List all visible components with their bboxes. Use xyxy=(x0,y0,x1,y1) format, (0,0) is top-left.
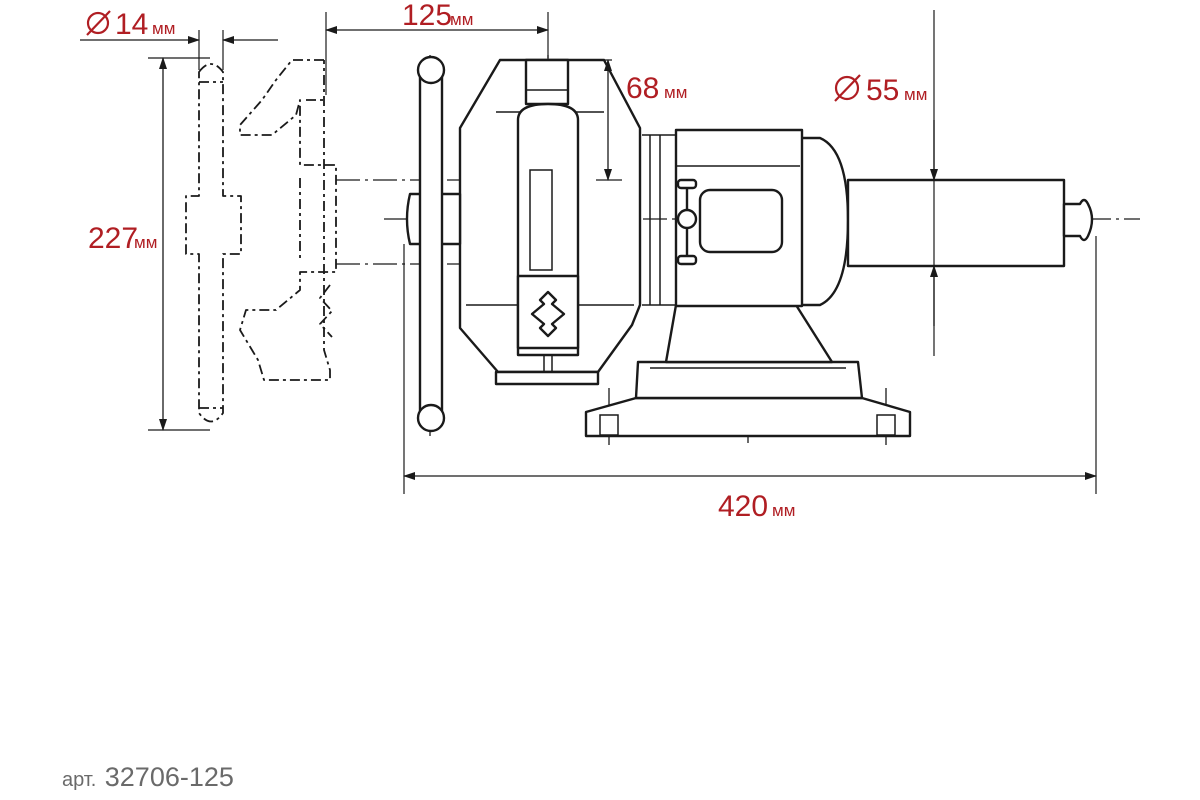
rear-body xyxy=(642,128,1094,308)
base-left-bolt-boss xyxy=(599,414,619,436)
jaw-width-unit: мм xyxy=(450,10,473,29)
t-handle xyxy=(405,55,462,433)
dimension-label-overall-height: 227 мм xyxy=(88,222,157,255)
swivel-base xyxy=(584,268,912,438)
handle-knob-bottom xyxy=(416,403,446,433)
pipe-jaw-holder xyxy=(516,274,580,350)
handle-bar xyxy=(418,63,444,422)
pin-diameter-value: 14 xyxy=(115,8,148,41)
jaw-foot xyxy=(494,370,600,386)
overall-length-value: 420 xyxy=(718,490,768,523)
anvil-horn xyxy=(846,178,1066,268)
overall-length-unit: мм xyxy=(772,501,795,520)
handle-knob-top xyxy=(416,55,446,85)
article-number: 32706-125 xyxy=(104,762,234,792)
base-pedestal xyxy=(664,303,834,364)
article-number-caption: арт. 32706-125 xyxy=(62,764,234,791)
pipe-jaw-teeth xyxy=(530,290,566,338)
ghost-jaw-teeth xyxy=(319,284,333,338)
overall-height-value: 227 xyxy=(88,222,138,255)
pin-diameter-unit: мм xyxy=(152,19,175,38)
jaw-slot-window xyxy=(529,169,553,271)
jaw-depth-unit: мм xyxy=(664,83,687,102)
rear-body-cap xyxy=(798,136,850,307)
ghost-vise-body xyxy=(239,59,337,381)
diameter-symbol-icon xyxy=(834,74,861,102)
dimension-label-pin-diameter: 14 мм xyxy=(86,8,175,41)
base-right-bolt-boss xyxy=(876,414,896,436)
dimension-lines xyxy=(80,10,1097,494)
nameplate xyxy=(698,188,784,254)
article-prefix: арт. xyxy=(62,769,97,791)
front-jaw xyxy=(458,58,642,386)
overall-height-unit: мм xyxy=(134,233,157,252)
anvil-diameter-unit: мм xyxy=(904,85,927,104)
dimension-label-anvil-diameter: 55 мм xyxy=(834,74,927,107)
dimension-label-overall-length: 420 мм xyxy=(718,490,795,523)
base-plate xyxy=(584,396,912,438)
jaw-insert-top xyxy=(524,58,570,106)
front-jaw-top-slope-left xyxy=(459,59,501,129)
diameter-symbol-icon xyxy=(86,10,111,36)
jaw-depth-value: 68 xyxy=(626,72,659,105)
ghost-handle-rod xyxy=(185,63,242,423)
side-view-ghost xyxy=(185,59,337,423)
lock-lever xyxy=(676,178,698,266)
dimension-label-jaw-width: 125 мм xyxy=(402,0,473,32)
anvil-diameter-value: 55 xyxy=(866,74,899,107)
dimension-label-jaw-depth: 68 мм xyxy=(626,72,687,105)
jaw-width-value: 125 xyxy=(402,0,452,32)
anvil-tip xyxy=(1062,198,1094,242)
